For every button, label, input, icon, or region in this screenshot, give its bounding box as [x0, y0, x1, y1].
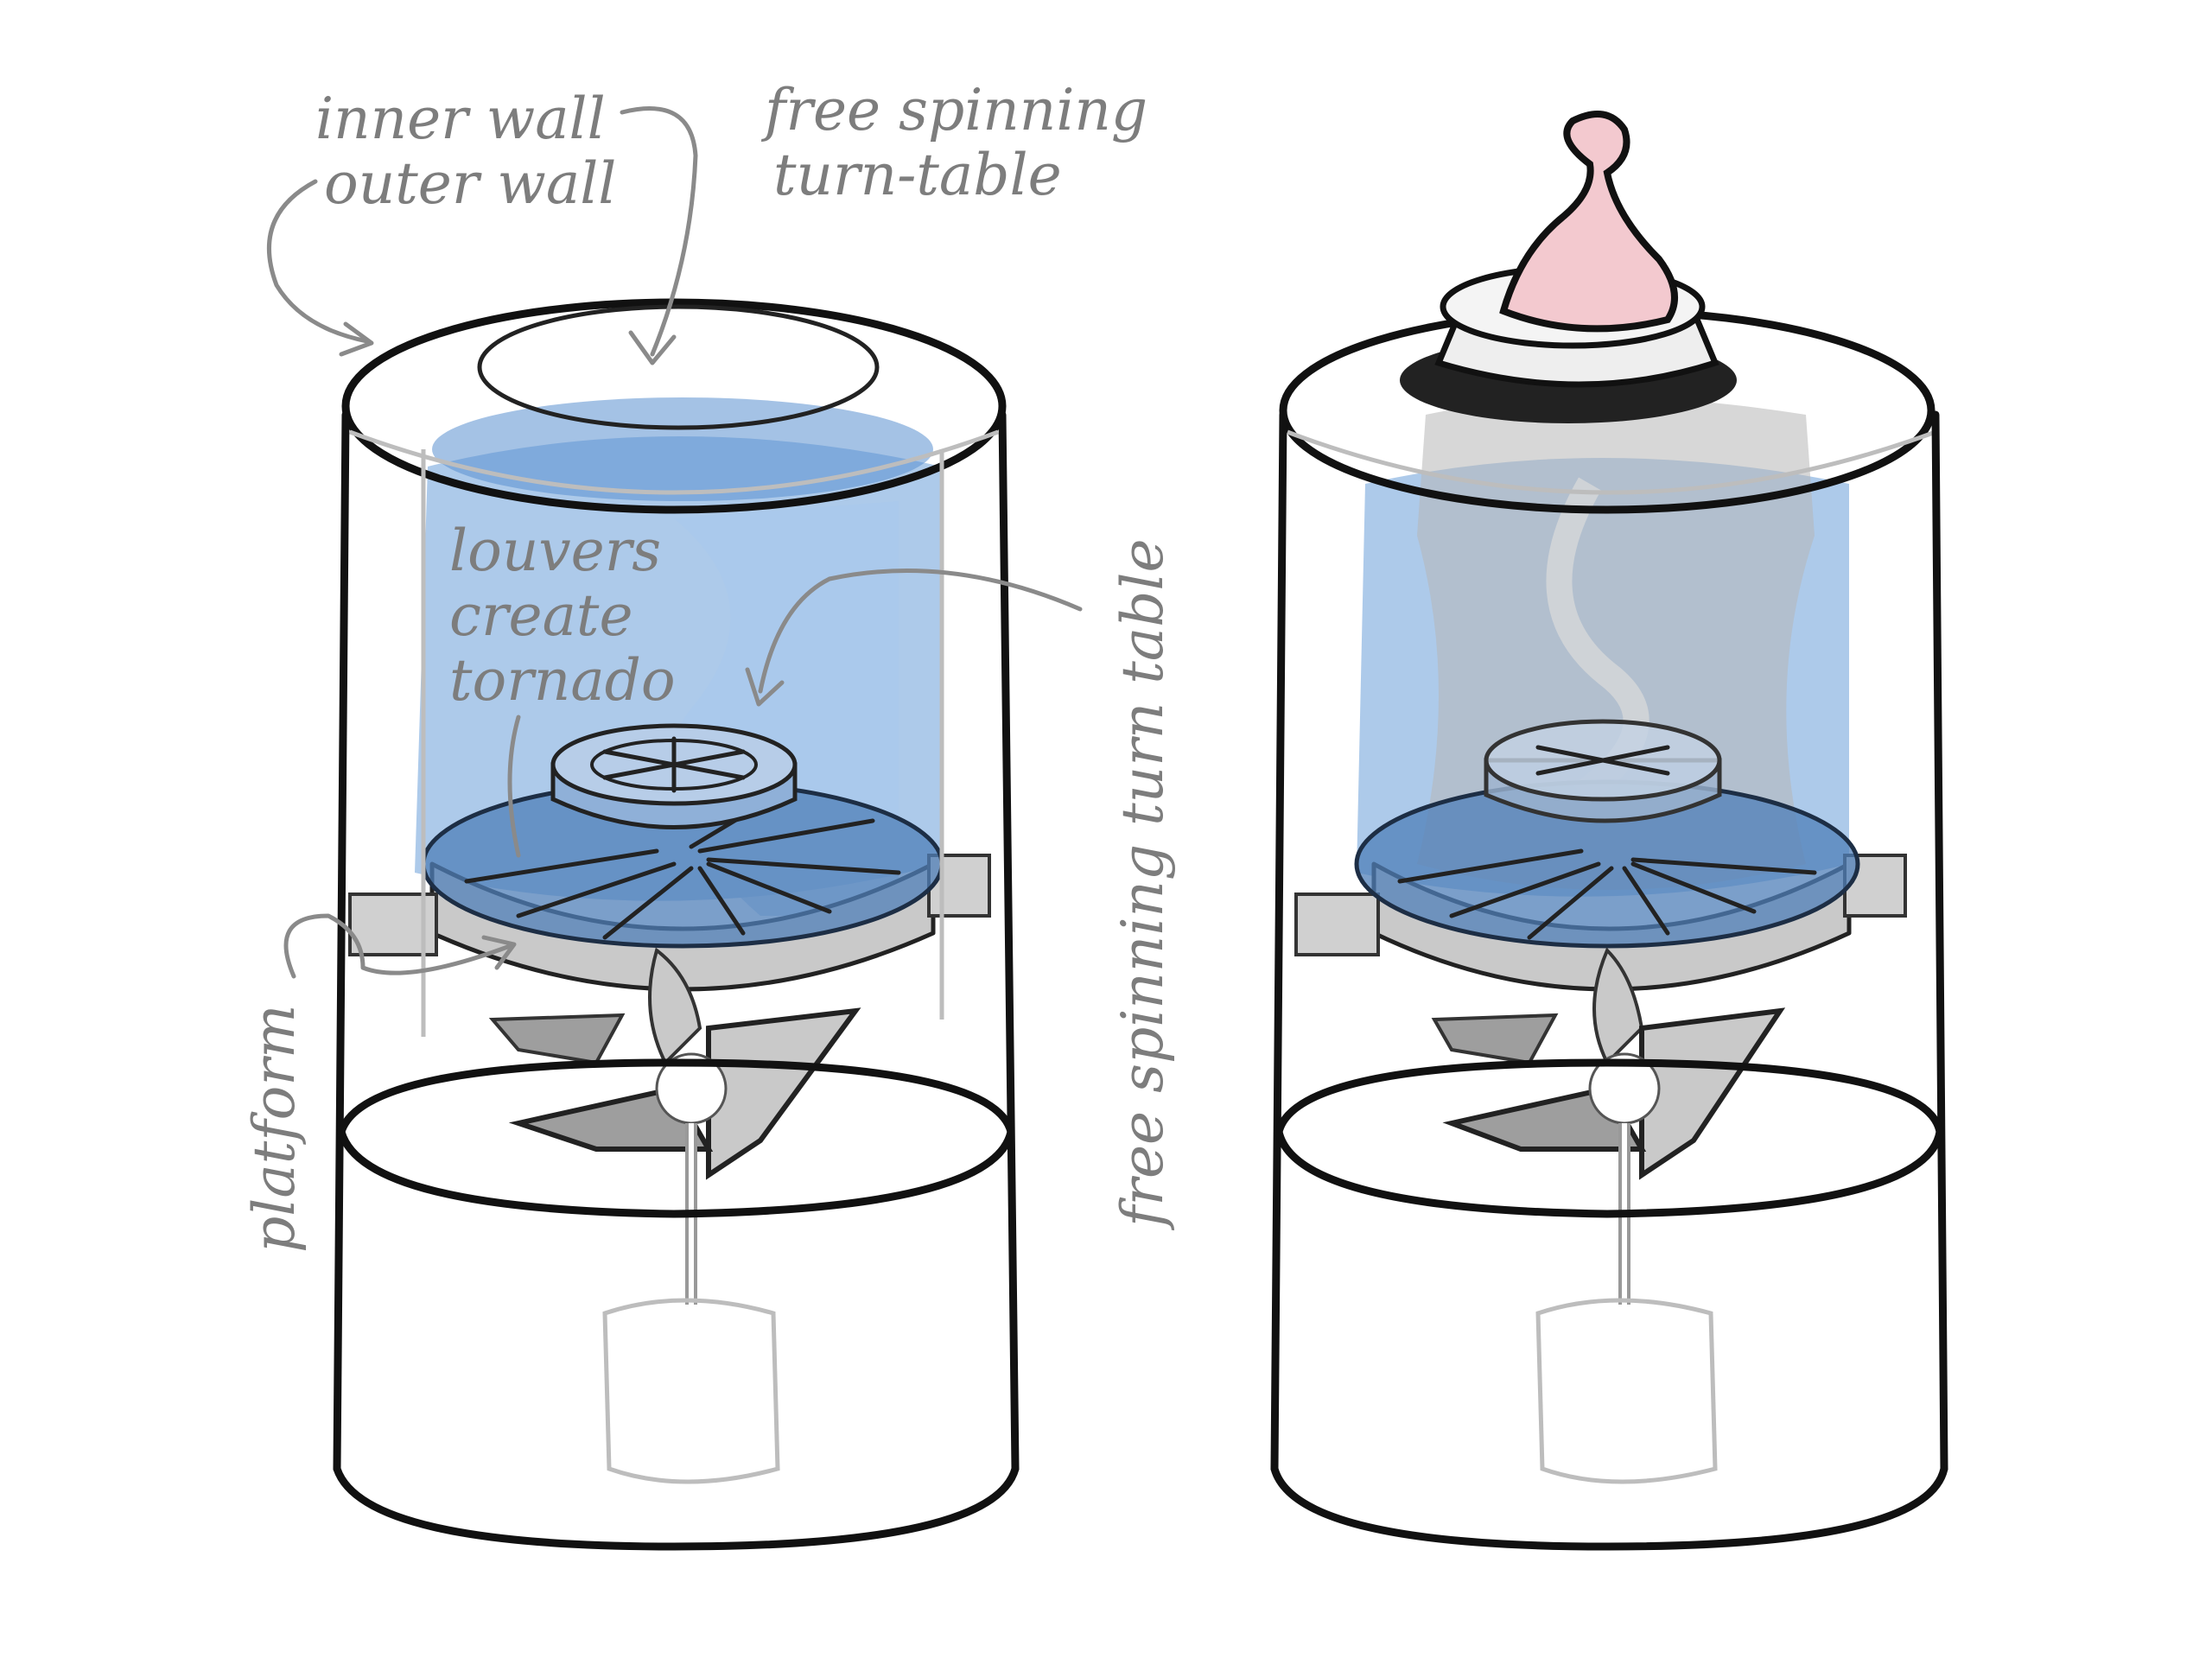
right-platform — [1374, 864, 1849, 989]
right-base-seam — [1274, 1058, 1944, 1218]
right-outer-wall-left — [1270, 410, 1287, 1473]
right-outer-wall-right — [1931, 410, 1948, 1473]
label-outer-wall: outer wall — [324, 150, 616, 217]
left-outer-top-rim — [341, 298, 1007, 514]
right-motor — [1535, 1298, 1718, 1484]
label-louvers-line2: create — [449, 582, 633, 649]
arrow-outer-wall — [266, 179, 370, 344]
label-turn-table-vertical: free spinning turn table — [1109, 538, 1176, 1231]
left-base-bottom — [333, 1464, 1020, 1551]
arrow-turn-table — [758, 569, 1083, 694]
left-device — [333, 298, 1020, 1551]
bottle-nipple — [1499, 111, 1678, 333]
annotations: inner wall outer wall free spinning turn… — [241, 77, 1176, 1253]
label-louvers-line1: louvers — [449, 518, 661, 584]
label-louvers-line3: tornado — [449, 647, 676, 714]
left-inner-opening — [477, 304, 880, 430]
left-outer-wall-right — [998, 410, 1020, 1473]
label-platform: platform — [241, 1004, 308, 1253]
label-turn-table-line1: free spinning — [760, 77, 1147, 143]
left-motor — [602, 1298, 780, 1484]
left-platform — [432, 864, 933, 989]
arrow-platform — [283, 913, 512, 979]
label-inner-wall: inner wall — [315, 86, 606, 152]
left-water-top — [432, 397, 933, 501]
left-outer-wall-left — [333, 410, 350, 1473]
label-turn-table-line2: turn-table — [773, 142, 1062, 208]
right-louver-vanes — [1397, 848, 1817, 940]
arrow-inner-wall — [620, 106, 698, 357]
left-base-seam — [337, 1058, 1015, 1218]
right-platform-bracket-left — [1294, 893, 1380, 956]
arrow-louvers — [507, 715, 521, 858]
right-device — [1270, 111, 1948, 1551]
right-fan-impeller — [1431, 947, 1786, 1180]
right-base-bottom — [1270, 1464, 1948, 1551]
